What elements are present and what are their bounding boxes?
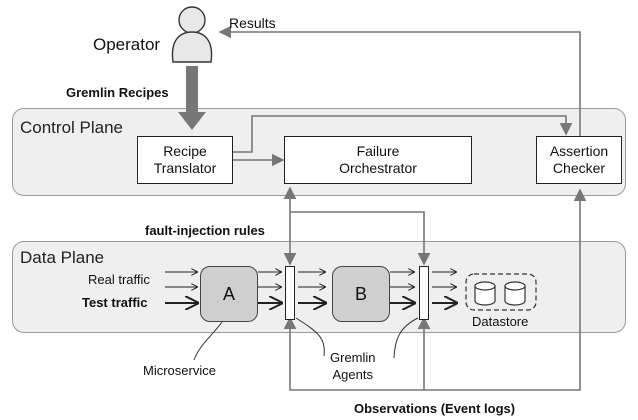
test-traffic-label: Test traffic [82, 295, 148, 310]
gremlin-agent-2[interactable] [419, 266, 429, 320]
a-to-agent1-traffic [258, 272, 281, 303]
control-plane-title: Control Plane [20, 118, 124, 137]
translator-to-checker-arrow [232, 115, 573, 153]
real-traffic-label: Real traffic [88, 272, 150, 287]
agent1-to-b-traffic [298, 272, 325, 303]
observations-label: Observations (Event logs) [354, 401, 516, 416]
gremlin-agents-callout-2 [393, 317, 419, 359]
b-to-agent2-traffic [390, 272, 414, 303]
datastore-label: Datastore [472, 314, 529, 329]
gremlin-agent-1[interactable] [285, 266, 295, 320]
results-arrow [218, 25, 581, 142]
assertion-checker-box[interactable]: Assertion Checker [536, 136, 622, 184]
data-plane-title: Data Plane [20, 248, 105, 267]
service-b[interactable]: B [332, 266, 390, 322]
operator-label: Operator [93, 35, 161, 54]
fault-injection-rules-label: fault-injection rules [145, 223, 265, 238]
operator-person-icon [171, 6, 213, 63]
microservice-callout [193, 321, 223, 361]
service-a[interactable]: A [200, 266, 258, 322]
failure-orchestrator-box[interactable]: Failure Orchestrator [284, 136, 472, 184]
recipe-translator-box[interactable]: Recipe Translator [137, 136, 233, 184]
assertion-checker-label: Assertion Checker [549, 142, 609, 177]
gremlin-agents-label: Gremlin Agents [330, 350, 376, 382]
microservice-label: Microservice [143, 363, 216, 378]
observations-arrow [283, 188, 587, 391]
orchestrator-to-agent2-line [290, 211, 431, 266]
datastore-icon [465, 273, 537, 311]
traffic-into-a [165, 272, 197, 303]
service-a-label: A [222, 283, 235, 304]
recipe-translator-label: Recipe Translator [153, 142, 217, 177]
agent2-to-datastore-traffic [432, 272, 456, 303]
gremlin-recipes-label: Gremlin Recipes [66, 85, 169, 100]
gremlin-agents-callout-1 [295, 317, 325, 357]
results-label: Results [229, 15, 276, 31]
service-b-label: B [354, 283, 367, 304]
failure-orchestrator-label: Failure Orchestrator [339, 142, 417, 177]
gremlin-recipes-arrow [178, 66, 206, 130]
